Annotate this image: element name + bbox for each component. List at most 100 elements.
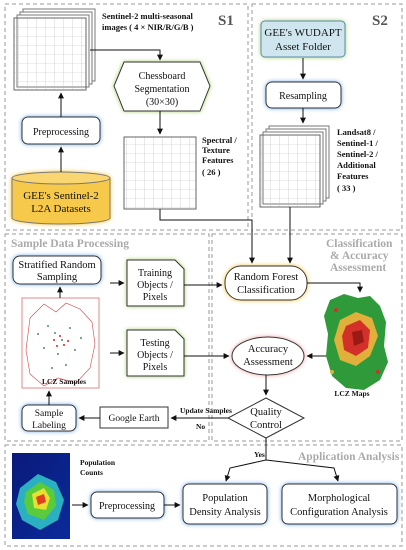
svg-text:Sentinel-2 multi-seasonal: Sentinel-2 multi-seasonal bbox=[102, 11, 194, 21]
svg-text:Morphological: Morphological bbox=[308, 493, 370, 504]
svg-text:Classification: Classification bbox=[326, 238, 393, 250]
svg-text:Pixels: Pixels bbox=[143, 292, 168, 303]
svg-text:images ( 4 × NIR/R/G/B ): images ( 4 × NIR/R/G/B ) bbox=[102, 22, 194, 32]
arrow-rf-to-map bbox=[307, 282, 363, 293]
section-classification-frame bbox=[211, 233, 403, 442]
section-sample-title: Sample Data Processing bbox=[11, 238, 129, 250]
pop-density-node bbox=[182, 483, 268, 525]
svg-text:Segmentation: Segmentation bbox=[135, 84, 190, 95]
svg-text:Sentinel-1 /: Sentinel-1 / bbox=[337, 138, 378, 148]
arrow-yes-to-morph bbox=[265, 459, 340, 482]
svg-text:Objects /: Objects / bbox=[137, 280, 173, 291]
svg-text:Pixels: Pixels bbox=[143, 362, 168, 373]
svg-text:Chessboard: Chessboard bbox=[139, 71, 186, 82]
arrow-images-to-chessboard bbox=[90, 49, 163, 61]
accuracy-assessment-label: Accuracy Assessment bbox=[243, 344, 293, 368]
svg-text:L2A Datasets: L2A Datasets bbox=[31, 203, 91, 215]
section-classification-title: Classification & Accuracy Assessment bbox=[326, 238, 393, 274]
svg-text:Testing: Testing bbox=[140, 338, 169, 349]
svg-text:( 33 ): ( 33 ) bbox=[337, 183, 356, 193]
svg-text:Population: Population bbox=[202, 493, 248, 504]
chessboard-segmentation-label: Chessboard Segmentation (30×30) bbox=[135, 71, 190, 108]
wudapt-asset-label: GEE's WUDAPT Asset Folder bbox=[264, 27, 342, 53]
svg-text:Additional: Additional bbox=[337, 160, 376, 170]
svg-text:Texture: Texture bbox=[202, 145, 230, 155]
wudapt-asset-node bbox=[260, 20, 346, 58]
testing-samples-node bbox=[126, 329, 185, 377]
section-s1-frame bbox=[4, 3, 249, 231]
lcz-maps-label: LCZ Maps bbox=[334, 389, 369, 398]
arrow-features-to-rf bbox=[159, 209, 255, 264]
lcz-map-image bbox=[324, 294, 388, 390]
sentinel-image-stack bbox=[13, 8, 96, 91]
preprocessing-label: Preprocessing bbox=[33, 127, 89, 138]
svg-text:Accuracy: Accuracy bbox=[248, 344, 289, 355]
lcz-sample-points-red bbox=[53, 335, 69, 347]
pop-density-label: Population Density Analysis bbox=[189, 493, 260, 518]
svg-text:Training: Training bbox=[138, 268, 172, 279]
accuracy-assessment-node bbox=[231, 336, 305, 376]
lcz-samples-label: LCZ Samples bbox=[42, 377, 86, 386]
morph-analysis-label: Morphological Configuration Analysis bbox=[290, 493, 388, 518]
sample-labeling-label: Sample Labeling bbox=[32, 409, 66, 431]
quality-control-node bbox=[226, 397, 306, 439]
svg-text:Control: Control bbox=[250, 420, 282, 431]
yes-label: Yes bbox=[254, 450, 265, 459]
svg-text:Features: Features bbox=[202, 155, 234, 165]
svg-text:Sentinel-2 /: Sentinel-2 / bbox=[337, 149, 378, 159]
sentinel-images-label: Sentinel-2 multi-seasonal images ( 4 × N… bbox=[102, 11, 194, 32]
svg-text:Stratified Random: Stratified Random bbox=[18, 260, 95, 271]
svg-text:Asset Folder: Asset Folder bbox=[275, 41, 331, 53]
arrow-yes-to-density bbox=[224, 459, 267, 482]
testing-samples-label: Testing Objects / Pixels bbox=[137, 338, 173, 373]
landsat-feature-stack bbox=[259, 125, 330, 208]
section-s1-title: S1 bbox=[218, 13, 234, 29]
google-earth-label: Google Earth bbox=[109, 414, 160, 424]
svg-text:Assessment: Assessment bbox=[330, 262, 386, 274]
svg-text:Sampling: Sampling bbox=[37, 272, 78, 283]
stratified-sampling-label: Stratified Random Sampling bbox=[18, 260, 95, 283]
population-counts-label: Population Counts bbox=[80, 458, 116, 477]
update-samples-label: Update Samples bbox=[180, 406, 232, 415]
section-application-title: Application Analysis bbox=[298, 451, 400, 463]
svg-text:Objects /: Objects / bbox=[137, 350, 173, 361]
training-samples-label: Training Objects / Pixels bbox=[137, 268, 173, 303]
chessboard-segmentation-node bbox=[113, 61, 211, 112]
spectral-features-label: Spectral / Texture Features ( 26 ) bbox=[202, 135, 237, 177]
svg-text:(30×30): (30×30) bbox=[146, 97, 178, 108]
svg-text:Density Analysis: Density Analysis bbox=[189, 507, 260, 518]
gee-sentinel-datasets-label: GEE's Sentinel-2 L2A Datasets bbox=[23, 190, 99, 215]
quality-control-label: Quality Control bbox=[250, 407, 283, 431]
preprocessing2-label: Preprocessing bbox=[99, 501, 155, 512]
svg-text:Labeling: Labeling bbox=[32, 421, 66, 431]
section-s2-title: S2 bbox=[372, 13, 388, 29]
svg-text:GEE's Sentinel-2: GEE's Sentinel-2 bbox=[23, 190, 99, 202]
resampling-label: Resampling bbox=[279, 91, 327, 102]
spectral-features-grid bbox=[123, 136, 197, 210]
svg-text:Sample: Sample bbox=[35, 409, 64, 419]
svg-text:Assessment: Assessment bbox=[243, 357, 293, 368]
svg-text:Quality: Quality bbox=[250, 407, 282, 418]
morph-analysis-node bbox=[281, 483, 398, 525]
no-label: No bbox=[196, 422, 205, 431]
section-s2-frame bbox=[251, 3, 403, 231]
stratified-sampling-node bbox=[12, 255, 102, 285]
svg-text:Configuration Analysis: Configuration Analysis bbox=[290, 507, 388, 518]
lcz-sample-points bbox=[37, 325, 82, 369]
svg-text:Random Forest: Random Forest bbox=[234, 272, 299, 283]
svg-text:Population: Population bbox=[80, 458, 116, 467]
section-application-frame bbox=[4, 444, 403, 547]
svg-text:GEE's WUDAPT: GEE's WUDAPT bbox=[264, 27, 342, 39]
random-forest-label: Random Forest Classification bbox=[234, 272, 299, 296]
lcz-samples-outline bbox=[25, 302, 96, 387]
lcz-samples-map bbox=[21, 297, 100, 389]
svg-text:& Accuracy: & Accuracy bbox=[330, 250, 389, 262]
section-sample-frame bbox=[4, 233, 210, 442]
svg-text:Spectral /: Spectral / bbox=[202, 135, 237, 145]
svg-text:Landsat8 /: Landsat8 / bbox=[337, 127, 376, 137]
svg-text:Counts: Counts bbox=[80, 468, 103, 477]
population-counts-map bbox=[12, 453, 70, 539]
svg-text:( 26 ): ( 26 ) bbox=[202, 167, 221, 177]
svg-text:Classification: Classification bbox=[237, 285, 295, 296]
